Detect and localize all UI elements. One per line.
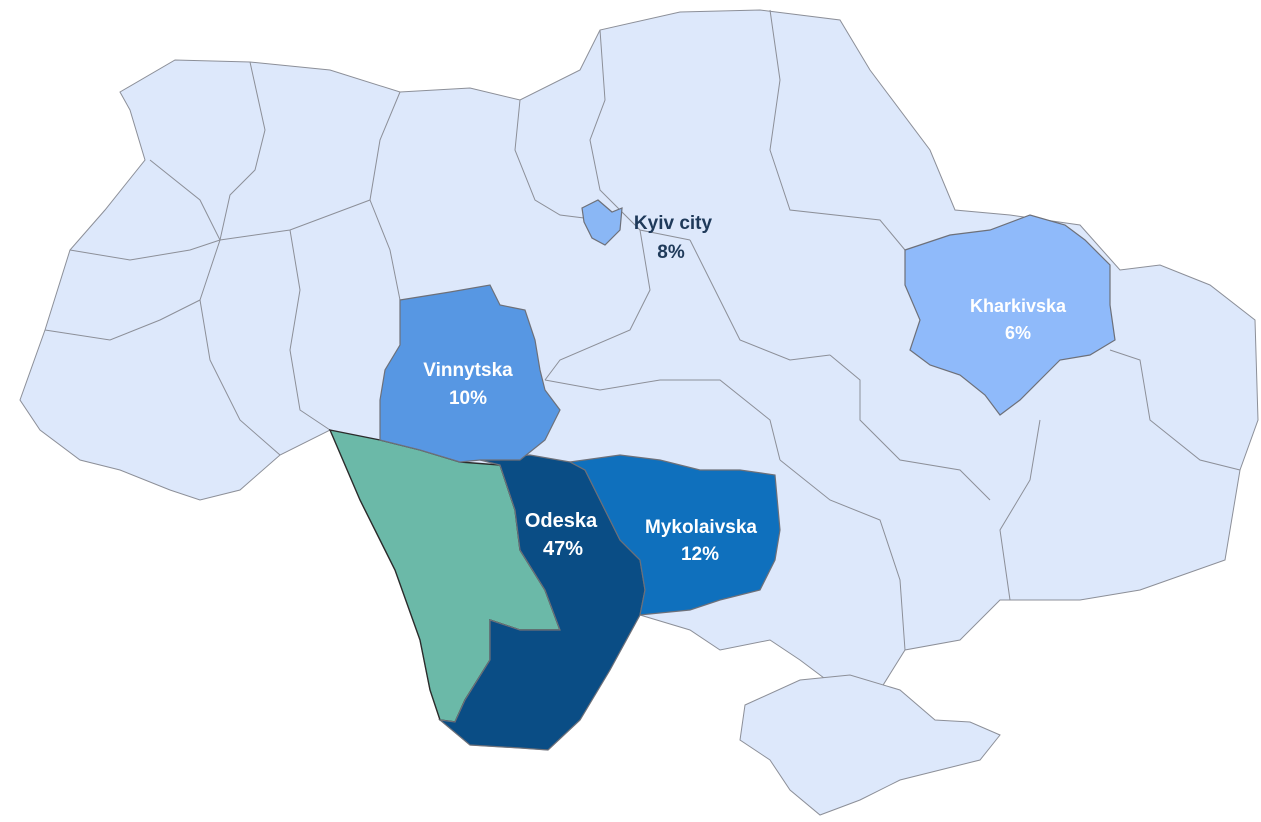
- label-odeska-share: 47%: [543, 538, 583, 560]
- label-vinnytska-share: 10%: [449, 388, 487, 409]
- region-mykolaivska-shape: [568, 454, 781, 616]
- label-vinnytska-name: Vinnytska: [423, 360, 513, 381]
- region-kyiv-city-shape: [581, 199, 623, 246]
- label-kharkivska-name: Kharkivska: [970, 296, 1067, 316]
- label-mykolaivska-share: 12%: [681, 544, 719, 565]
- oblast-borders: [44, 9, 1241, 651]
- label-mykolaivska-name: Mykolaivska: [645, 517, 757, 538]
- region-vinnytska-shape: [379, 284, 561, 463]
- region-kharkivska-shape: [904, 214, 1116, 416]
- region-labels: Vinnytska 10% Odeska 47% Mykolaivska 12%…: [423, 213, 1067, 565]
- label-kyiv-city-share: 8%: [657, 242, 685, 263]
- label-kyiv-city-name: Kyiv city: [634, 213, 713, 234]
- crimea: [739, 674, 1001, 816]
- label-odeska-name: Odeska: [525, 510, 598, 532]
- label-kharkivska-share: 6%: [1005, 323, 1031, 343]
- ukraine-outline: [19, 9, 1259, 751]
